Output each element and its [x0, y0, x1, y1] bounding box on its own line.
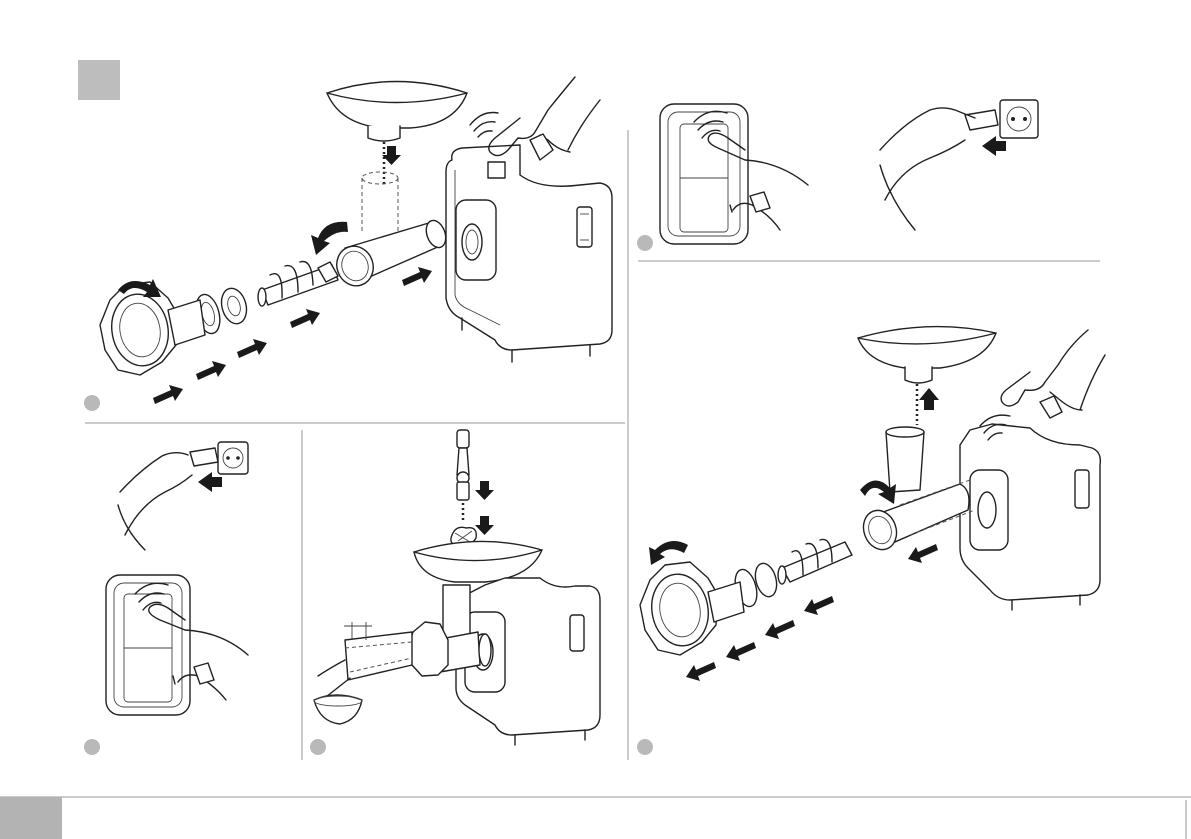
panel-unplug-start: [106, 442, 248, 715]
motor-unit-icon: [446, 145, 612, 362]
neck-icon: [886, 427, 924, 492]
control-panel-icon: [106, 575, 190, 715]
auger-icon: [778, 539, 852, 584]
panel-disassembly: [640, 327, 1105, 681]
hand-icon: [470, 77, 600, 160]
direction-arrow-icon: [982, 136, 1006, 156]
direction-arrow-icon: [198, 472, 222, 492]
motor-unit-icon: [960, 424, 1100, 610]
feed-tray-icon: [414, 541, 542, 582]
step-badge-disassembly: [637, 739, 653, 755]
feed-tray-icon: [327, 82, 467, 142]
grinder-tube-icon: [331, 218, 449, 291]
page-number-block: [0, 797, 62, 839]
step-badge-assembly: [84, 395, 100, 411]
bowl-icon: [314, 695, 362, 724]
auger-icon: [258, 261, 338, 306]
wall-socket-icon: [218, 442, 248, 474]
cutting-ring-nut-icon: [408, 622, 448, 676]
hand-icon: [880, 108, 998, 230]
feed-tray-icon: [858, 327, 996, 383]
step-badge-unplug-start: [84, 739, 100, 755]
grinder-tube-icon: [858, 480, 975, 554]
cutting-ring-nut-icon: [640, 562, 744, 655]
wall-socket-icon: [1000, 100, 1038, 138]
sausage-nozzle-icon: [318, 622, 412, 700]
panel-power-on: [660, 100, 1038, 244]
section-marker: [78, 60, 120, 100]
step-badge-feeding: [310, 739, 326, 755]
food-pusher-icon: [457, 430, 469, 500]
hand-icon: [118, 448, 218, 550]
direction-arrow-icon: [919, 388, 939, 410]
rotation-arrow-icon: [649, 541, 688, 565]
panel-assembly: [100, 77, 612, 404]
knife-icon: [218, 286, 250, 327]
panel-feeding: [314, 430, 600, 745]
step-badge-power-on: [637, 235, 653, 251]
hand-icon: [980, 330, 1105, 440]
